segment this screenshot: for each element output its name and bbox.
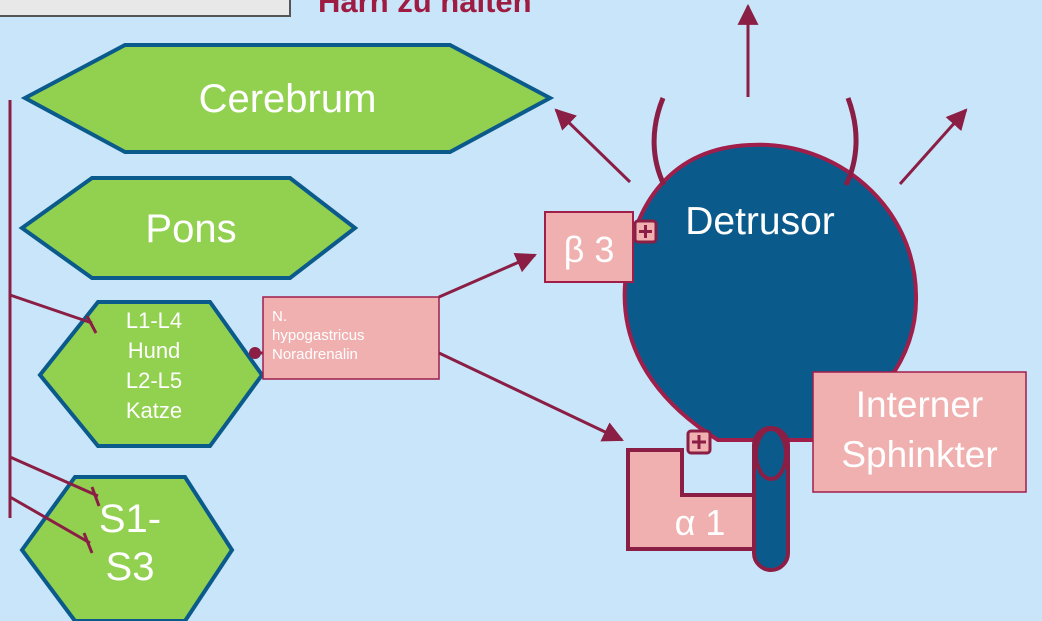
detrusor-label: Detrusor — [685, 200, 835, 243]
cerebrum-label: Cerebrum — [198, 76, 377, 121]
sphincter-label-box — [812, 371, 1027, 493]
nerve-line-3: Noradrenalin — [272, 346, 358, 363]
sacral-branch-upper-tick — [90, 486, 101, 507]
top-left-box — [0, 0, 291, 17]
sacral-line-2: S3 — [105, 545, 155, 589]
ureter-right — [843, 97, 859, 187]
lumbar-node — [37, 300, 265, 448]
pons-node — [18, 176, 359, 280]
sacral-label: S1- S3 — [75, 495, 185, 591]
arrow-to-cerebrum — [554, 108, 632, 184]
ureter-left — [651, 97, 667, 187]
lumbar-branch — [9, 293, 93, 325]
pons-label: Pons — [145, 206, 237, 251]
sphincter-ring — [754, 427, 788, 481]
sacral-branch-lower-tick — [82, 532, 94, 554]
lumbar-label: L1-L4 Hund L2-L5 Katze — [98, 306, 210, 426]
heading-text: Harn zu halten — [318, 0, 532, 19]
lumbar-branch-tick — [85, 315, 98, 334]
sphincter-label: Interner Sphinkter — [813, 380, 1026, 480]
sacral-line-1: S1- — [98, 497, 162, 541]
nerve-label: N. hypogastricus Noradrenalin — [272, 307, 432, 364]
cerebrum-node — [20, 43, 555, 154]
lumbar-line-3: L2-L5 — [125, 368, 183, 393]
synapse-dot — [249, 347, 261, 359]
lumbar-line-4: Katze — [125, 398, 183, 423]
arrow-upper-right — [898, 108, 968, 185]
arrow-to-beta3 — [438, 252, 537, 299]
arrow-to-alpha1 — [438, 351, 624, 442]
beta3-label: β 3 — [563, 229, 615, 270]
sphincter-line-2: Sphinkter — [841, 434, 998, 475]
nerve-box — [262, 296, 440, 380]
nerve-line-2: hypogastricus — [272, 327, 365, 344]
sphincter-line-1: Interner — [855, 384, 984, 425]
beta3-plus-sign — [639, 225, 652, 238]
lumbar-line-2: Hund — [127, 338, 181, 363]
alpha1-plus-sign — [692, 435, 706, 449]
alpha1-label: α 1 — [674, 502, 726, 543]
sacral-branch-upper — [9, 455, 99, 498]
beta3-receptor-box — [544, 211, 634, 283]
sacral-node — [19, 475, 235, 621]
lumbar-line-1: L1-L4 — [125, 308, 183, 333]
sacral-branch-lower — [9, 495, 91, 545]
nerve-line-1: N. — [272, 308, 287, 325]
